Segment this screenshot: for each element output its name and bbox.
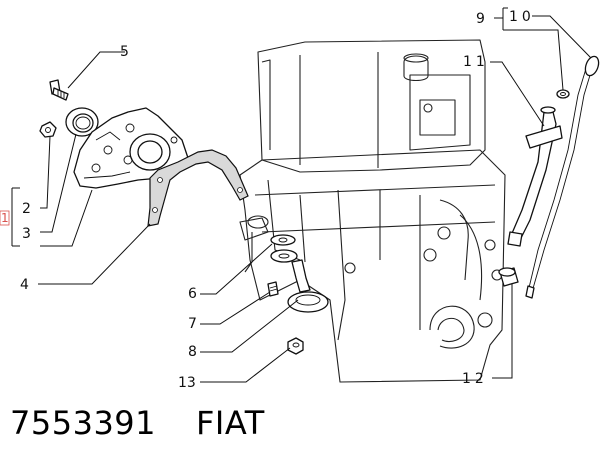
callout-6: 6 [188,286,197,302]
callout-11: 11 [463,54,489,70]
engine-block [239,39,506,383]
bolt-part-5 [49,79,69,101]
plug-part-7 [267,281,279,297]
nut-part-13 [287,337,304,355]
oring-part-9 [556,89,570,99]
leader-lines [11,7,592,383]
callout-1: 1 [1,211,9,225]
footer-caption: 7553391 FIAT [10,404,305,442]
nut-part-2 [39,121,57,138]
callout-12: 12 [462,371,488,387]
grommet-part-12 [498,267,519,287]
callout-3: 3 [22,226,31,242]
oil-pickup-part-8 [287,259,329,313]
callout-8: 8 [188,344,197,360]
part-number: 7553391 [10,404,157,442]
callout-5: 5 [120,44,129,60]
callout-1-highlight-box [0,210,10,226]
gasket-part-4 [147,149,249,227]
dipstick-part-10 [525,55,600,299]
callout-10: 10 [509,9,535,25]
callout-13: 13 [178,375,196,391]
brand-name: FIAT [196,404,265,442]
callout-4: 4 [20,277,29,293]
callout-2: 2 [22,201,31,217]
dipstick-tube-part-11 [507,106,563,247]
washer-part-6 [270,234,298,263]
callout-7: 7 [188,316,197,332]
seal-part-3 [65,107,99,137]
callout-labels: 1 2 3 4 5 6 7 8 9 10 11 12 13 [0,9,535,391]
callout-9: 9 [476,11,485,27]
